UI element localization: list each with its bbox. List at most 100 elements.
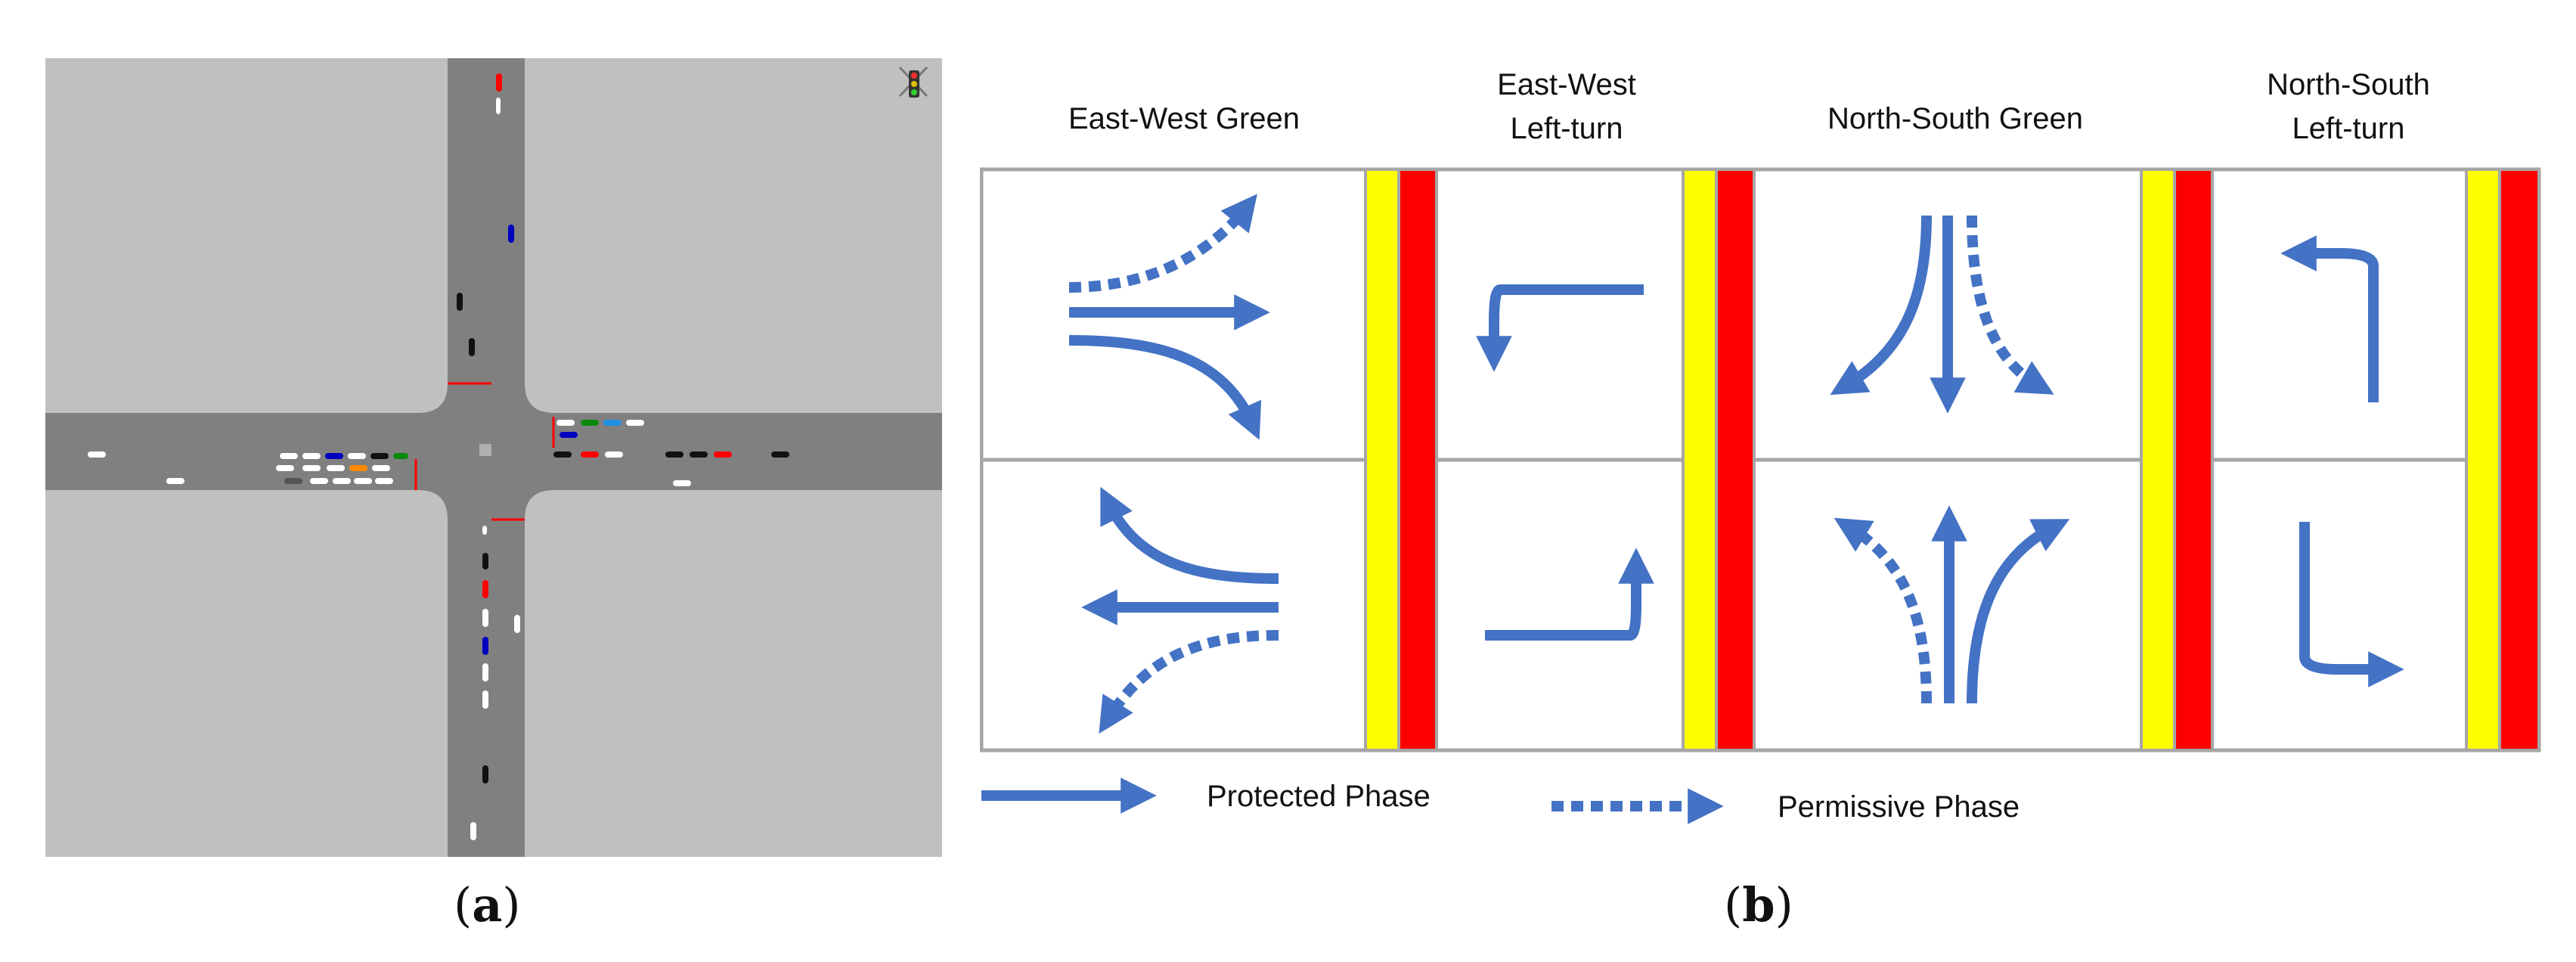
vehicle xyxy=(469,338,475,356)
red-bar xyxy=(1397,168,1438,752)
vehicle xyxy=(581,420,599,426)
vehicle xyxy=(457,293,463,311)
vehicle xyxy=(584,432,602,438)
phase-title-ns-left: North-South Left-turn xyxy=(2267,68,2430,145)
yellow-bar xyxy=(2465,168,2501,752)
red-bar xyxy=(2498,168,2540,752)
vehicle xyxy=(482,663,488,681)
intersection-panel xyxy=(45,58,942,861)
vehicle xyxy=(482,637,488,655)
phase-title-line: East-West Green xyxy=(1068,102,1300,135)
vehicle xyxy=(673,480,691,486)
arrow-wb-left-protected xyxy=(1476,284,1644,372)
vehicle xyxy=(560,432,578,438)
yellow-bar xyxy=(2140,168,2176,752)
vehicle xyxy=(372,465,390,471)
red-bar xyxy=(2173,168,2214,752)
vehicle xyxy=(553,452,572,458)
road-corner-ne xyxy=(525,383,554,413)
east-west-road xyxy=(45,413,942,490)
red-bar xyxy=(1715,168,1756,752)
caption-a: (a) xyxy=(454,877,521,933)
vehicle xyxy=(325,453,343,459)
vehicle xyxy=(482,609,488,627)
vehicle xyxy=(375,478,393,484)
clearance-bars-1 xyxy=(1364,168,1438,752)
road-corner-sw xyxy=(418,490,448,520)
yellow-bar xyxy=(1364,168,1400,752)
phase-title-line: East-West xyxy=(1497,68,1636,101)
phase-title-ew-left: East-West Left-turn xyxy=(1497,68,1636,145)
junction-marker xyxy=(479,444,491,456)
arrow-eb-right xyxy=(1068,335,1262,440)
vehicle xyxy=(349,465,367,471)
legend-permissive-label: Permissive Phase xyxy=(1778,790,2020,824)
vehicle xyxy=(302,453,321,459)
vehicle xyxy=(88,452,106,458)
arrow-wb-right xyxy=(1100,486,1279,584)
phase-title-line: Left-turn xyxy=(1511,112,1623,145)
vehicle xyxy=(280,453,298,459)
vehicle xyxy=(690,452,708,458)
clearance-bars-3 xyxy=(2140,168,2214,752)
arrow-nb-left-permissive xyxy=(1834,517,1932,704)
vehicle xyxy=(482,580,488,598)
road-corner-nw xyxy=(418,383,448,413)
vehicle xyxy=(514,615,520,633)
vehicle xyxy=(581,452,599,458)
vehicle xyxy=(370,453,389,459)
vehicle xyxy=(665,452,684,458)
vehicle xyxy=(284,478,302,484)
arrow-sb-left-protected xyxy=(2299,522,2404,687)
clearance-bars-4 xyxy=(2465,168,2540,752)
vehicle xyxy=(714,452,732,458)
vehicle xyxy=(166,478,184,484)
vehicle xyxy=(496,73,502,92)
vehicle xyxy=(354,478,372,484)
vehicle xyxy=(603,420,622,426)
phase-title-ew-green: East-West Green xyxy=(1068,102,1300,135)
vehicle xyxy=(556,420,575,426)
yellow-bar xyxy=(1682,168,1718,752)
vehicle xyxy=(327,465,345,471)
phase-title-line: North-South Green xyxy=(1827,102,2083,135)
vehicle xyxy=(629,452,647,458)
vehicle xyxy=(482,526,487,535)
vehicle xyxy=(496,98,501,114)
legend-protected-label: Protected Phase xyxy=(1207,780,1431,813)
phase-diagram: East-West Green East-West Left-turn Nort… xyxy=(979,68,2541,824)
vehicle xyxy=(470,822,476,840)
vehicle xyxy=(333,478,351,484)
arrow-eb-left-permissive xyxy=(1068,194,1257,293)
arrow-sb-left-permissive xyxy=(1967,215,2054,395)
road-corner-se xyxy=(525,490,554,520)
vehicle xyxy=(276,465,294,471)
vehicle xyxy=(626,420,644,426)
vehicle xyxy=(302,465,321,471)
phase-arrows xyxy=(981,194,2404,824)
phase-title-line: North-South xyxy=(2267,68,2430,101)
vehicle xyxy=(771,452,789,458)
phase-diagram-panel: East-West Green East-West Left-turn Nort… xyxy=(979,61,2568,836)
arrow-nb-right xyxy=(1967,519,2070,704)
phase-title-ns-green: North-South Green xyxy=(1827,102,2083,135)
arrow-wb-left-permissive xyxy=(1099,630,1279,734)
vehicles-layer xyxy=(88,73,789,840)
vehicle xyxy=(508,225,514,243)
vehicle xyxy=(605,452,623,458)
vehicle xyxy=(482,553,488,569)
intersection-map xyxy=(45,58,942,857)
clearance-bars-2 xyxy=(1682,168,1756,752)
arrow-eb-left-protected xyxy=(1485,548,1654,641)
phase-title-line: Left-turn xyxy=(2292,112,2405,145)
vehicle xyxy=(348,453,366,459)
vehicle xyxy=(482,765,488,784)
arrow-sb-right xyxy=(1830,215,1932,396)
caption-b: (b) xyxy=(1724,877,1793,933)
arrow-nb-left-protected xyxy=(2280,235,2379,402)
vehicle xyxy=(482,690,488,709)
vehicle xyxy=(393,453,408,459)
vehicle xyxy=(454,123,460,138)
traffic-light-icon xyxy=(898,66,928,98)
vehicle xyxy=(310,478,328,484)
